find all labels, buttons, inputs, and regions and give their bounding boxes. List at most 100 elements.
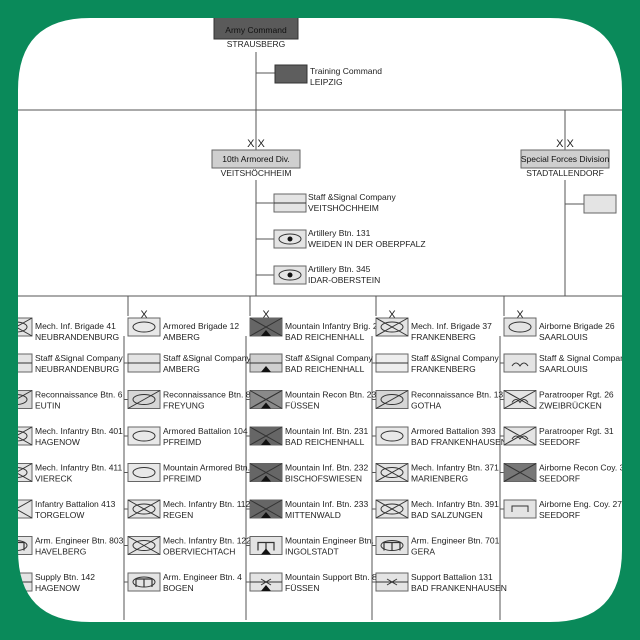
unit-icon	[375, 572, 409, 592]
unit-icon	[249, 536, 283, 555]
unit-location: HAVELBERG	[35, 547, 86, 557]
unit-icon	[0, 499, 33, 519]
division-title: Special Forces Division	[521, 154, 610, 164]
brigade-title: Mech. Inf. Brigade 41	[35, 321, 116, 331]
unit-location: FREYUNG	[163, 401, 205, 411]
support-unit-location: IDAR-OBERSTEIN	[308, 275, 380, 285]
unit-location: REGEN	[163, 510, 193, 520]
unit-icon	[127, 463, 161, 482]
army-command-location: STRAUSBERG	[227, 39, 286, 49]
unit-icon	[503, 353, 537, 373]
unit-title: Paratrooper Rgt. 26	[539, 390, 614, 400]
unit-location: INGOLSTADT	[285, 547, 339, 557]
unit-location: GOTHA	[411, 401, 442, 411]
unit-icon	[0, 463, 33, 482]
unit-title: Infantry Battalion 413	[35, 499, 116, 509]
support-unit-location: WEIDEN IN DER OBERPFALZ	[308, 239, 426, 249]
unit-icon	[249, 353, 283, 373]
unit-location: ZWEIBRÜCKEN	[539, 401, 602, 411]
brigade-location: BAD REICHENHALL	[285, 332, 365, 342]
brigade-icon	[0, 317, 33, 337]
brigade-icon	[249, 317, 283, 337]
unit-location: MITTENWALD	[285, 510, 341, 520]
unit-location: BAD FRANKENHAUSEN	[411, 583, 507, 593]
training-command-location: LEIPZIG	[310, 77, 343, 87]
unit-title: Staff &Signal Company	[163, 353, 251, 363]
brigade-location: NEUBRANDENBURG	[35, 332, 119, 342]
unit-title: Armored Battalion 393	[411, 426, 496, 436]
unit-title: Mountain Engineer Btn. 8	[285, 536, 381, 546]
unit-icon	[0, 353, 33, 373]
division-size-mark: X X	[556, 138, 574, 150]
unit-icon	[503, 390, 537, 409]
unit-title: Paratrooper Rgt. 31	[539, 426, 614, 436]
unit-title: Mountain Recon Btn. 230	[285, 390, 381, 400]
unit-location: SEEDORF	[539, 437, 580, 447]
unit-icon	[503, 463, 537, 482]
division-title: 10th Armored Div.	[222, 154, 289, 164]
unit-title: Mech. Infantry Btn. 112	[163, 499, 251, 509]
unit-location: SEEDORF	[539, 510, 580, 520]
unit-title: Mech. Infantry Btn. 401	[35, 426, 123, 436]
support-unit-location: VEITSHÖCHHEIM	[308, 203, 379, 213]
unit-icon	[0, 390, 33, 409]
unit-location: VIERECK	[35, 474, 73, 484]
unit-title: Mech. Infantry Btn. 391	[411, 499, 499, 509]
unit-icon	[249, 499, 283, 519]
unit-title: Mech. Infantry Btn. 411	[35, 463, 123, 473]
unit-location: AMBERG	[163, 364, 200, 374]
unit-location: HAGENOW	[35, 437, 80, 447]
unit-location: PFREIMD	[163, 474, 201, 484]
unit-title: Staff & Signal Company	[539, 353, 630, 363]
unit-title: Airborne Recon Coy. 310	[539, 463, 634, 473]
unit-location: GERA	[411, 547, 435, 557]
brigade-icon	[127, 317, 161, 337]
unit-title: Reconnaissance Btn. 6	[35, 390, 123, 400]
brigade-title: Mech. Inf. Brigade 37	[411, 321, 492, 331]
unit-title: Arm. Engineer Btn. 4	[163, 572, 242, 582]
unit-location: FRANKENBERG	[411, 364, 476, 374]
division-location: STADTALLENDORF	[526, 168, 604, 178]
army-command-title: Army Command	[225, 25, 287, 35]
unit-location: BAD SALZUNGEN	[411, 510, 483, 520]
unit-location: FÜSSEN	[285, 401, 319, 411]
unit-location: SAARLOUIS	[539, 364, 588, 374]
unit-title: Reconnaissance Btn. 13	[411, 390, 503, 400]
unit-title: Armored Battalion 104	[163, 426, 248, 436]
brigade-location: AMBERG	[163, 332, 200, 342]
brigade-location: FRANKENBERG	[411, 332, 476, 342]
support-unit-title: Artillery Btn. 345	[308, 264, 371, 274]
unit-icon	[249, 572, 283, 592]
unit-title: Mech. Infantry Btn. 122	[163, 536, 251, 546]
unit-icon	[127, 536, 161, 555]
unit-title: Arm. Engineer Btn. 803	[35, 536, 124, 546]
unit-title: Airborne Eng. Coy. 270	[539, 499, 627, 509]
support-unit-icon	[273, 265, 307, 285]
unit-title: Reconnaissance Btn. 8	[163, 390, 251, 400]
brigade-title: Airborne Brigade 26	[539, 321, 615, 331]
brigade-icon	[375, 317, 409, 337]
unit-icon	[375, 463, 409, 482]
unit-icon	[375, 390, 409, 409]
brigade-icon	[503, 317, 537, 337]
division-location: VEITSHÖCHHEIM	[221, 168, 292, 178]
unit-title: Staff &Signal Company	[285, 353, 373, 363]
unit-title: Staff &Signal Company	[35, 353, 123, 363]
unit-icon	[375, 536, 409, 555]
support-unit-icon	[273, 193, 307, 213]
unit-title: Mountain Support Btn. 8	[285, 572, 377, 582]
unit-location: PFREIMD	[163, 437, 201, 447]
unit-location: BOGEN	[163, 583, 194, 593]
unit-icon	[127, 426, 161, 446]
support-unit-title: Staff &Signal Company	[308, 192, 396, 202]
unit-title: Mech. Infantry Btn. 371	[411, 463, 499, 473]
unit-title: Arm. Engineer Btn. 701	[411, 536, 500, 546]
brigade-location: SAARLOUIS	[539, 332, 588, 342]
unit-location: BAD REICHENHALL	[285, 437, 365, 447]
unit-title: Mountain Armored Btn. 8	[163, 463, 257, 473]
unit-icon	[127, 353, 161, 373]
unit-icon	[503, 426, 537, 446]
unit-location: NEUBRANDENBURG	[35, 364, 119, 374]
unit-title: Mountain Inf. Btn. 233	[285, 499, 368, 509]
unit-location: FÜSSEN	[285, 583, 319, 593]
